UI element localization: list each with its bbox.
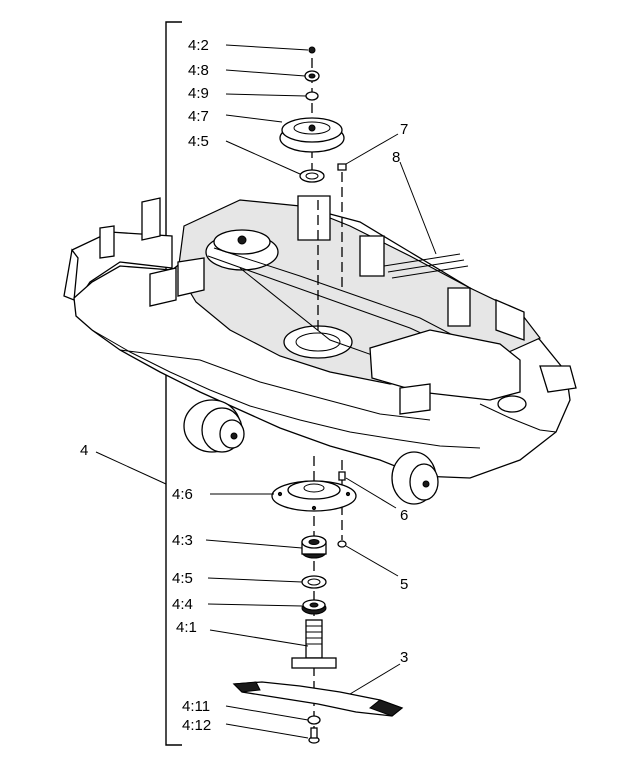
bolt-icon bbox=[308, 727, 320, 744]
bearing-icon bbox=[301, 535, 327, 559]
callout-4: 4 bbox=[80, 442, 88, 459]
callout-4-6: 4:6 bbox=[172, 486, 193, 503]
mower-deck bbox=[63, 195, 577, 505]
callout-4-3: 4:3 bbox=[172, 532, 193, 549]
callout-4-12: 4:12 bbox=[182, 717, 211, 734]
seal-icon bbox=[301, 575, 327, 589]
spindle-housing-icon bbox=[271, 480, 357, 512]
bolt-icon bbox=[308, 46, 316, 54]
callout-4-1: 4:1 bbox=[176, 619, 197, 636]
callout-5: 5 bbox=[400, 576, 408, 593]
callout-4-5-lower: 4:5 bbox=[172, 570, 193, 587]
callout-3: 3 bbox=[400, 649, 408, 666]
callout-4-8: 4:8 bbox=[188, 62, 209, 79]
screw-icon bbox=[338, 471, 346, 481]
washer-icon bbox=[305, 91, 319, 101]
callout-4-2: 4:2 bbox=[188, 37, 209, 54]
callout-4-7: 4:7 bbox=[188, 108, 209, 125]
screw-icon bbox=[337, 163, 347, 171]
callout-6: 6 bbox=[400, 507, 408, 524]
callout-4-4: 4:4 bbox=[172, 596, 193, 613]
assembly-bracket bbox=[165, 21, 182, 746]
spindle-top-parts bbox=[279, 46, 347, 330]
callout-4-11: 4:11 bbox=[182, 698, 210, 715]
leader-lines bbox=[95, 44, 437, 739]
seal-icon bbox=[299, 169, 325, 183]
spindle-bottom-parts bbox=[232, 456, 404, 744]
callout-4-5-upper: 4:5 bbox=[188, 133, 209, 150]
bearing-icon bbox=[301, 599, 327, 615]
callout-labels: 4:2 4:8 4:9 4:7 4:5 7 8 4 4:6 6 4:3 5 4:… bbox=[80, 37, 408, 734]
nut-icon bbox=[337, 540, 347, 548]
callout-8: 8 bbox=[392, 149, 400, 166]
washer-icon bbox=[307, 715, 321, 725]
spindle-shaft-icon bbox=[291, 619, 337, 669]
pulley-icon bbox=[279, 117, 345, 153]
callout-4-9: 4:9 bbox=[188, 85, 209, 102]
blade-icon bbox=[232, 681, 404, 717]
callout-7: 7 bbox=[400, 121, 408, 138]
